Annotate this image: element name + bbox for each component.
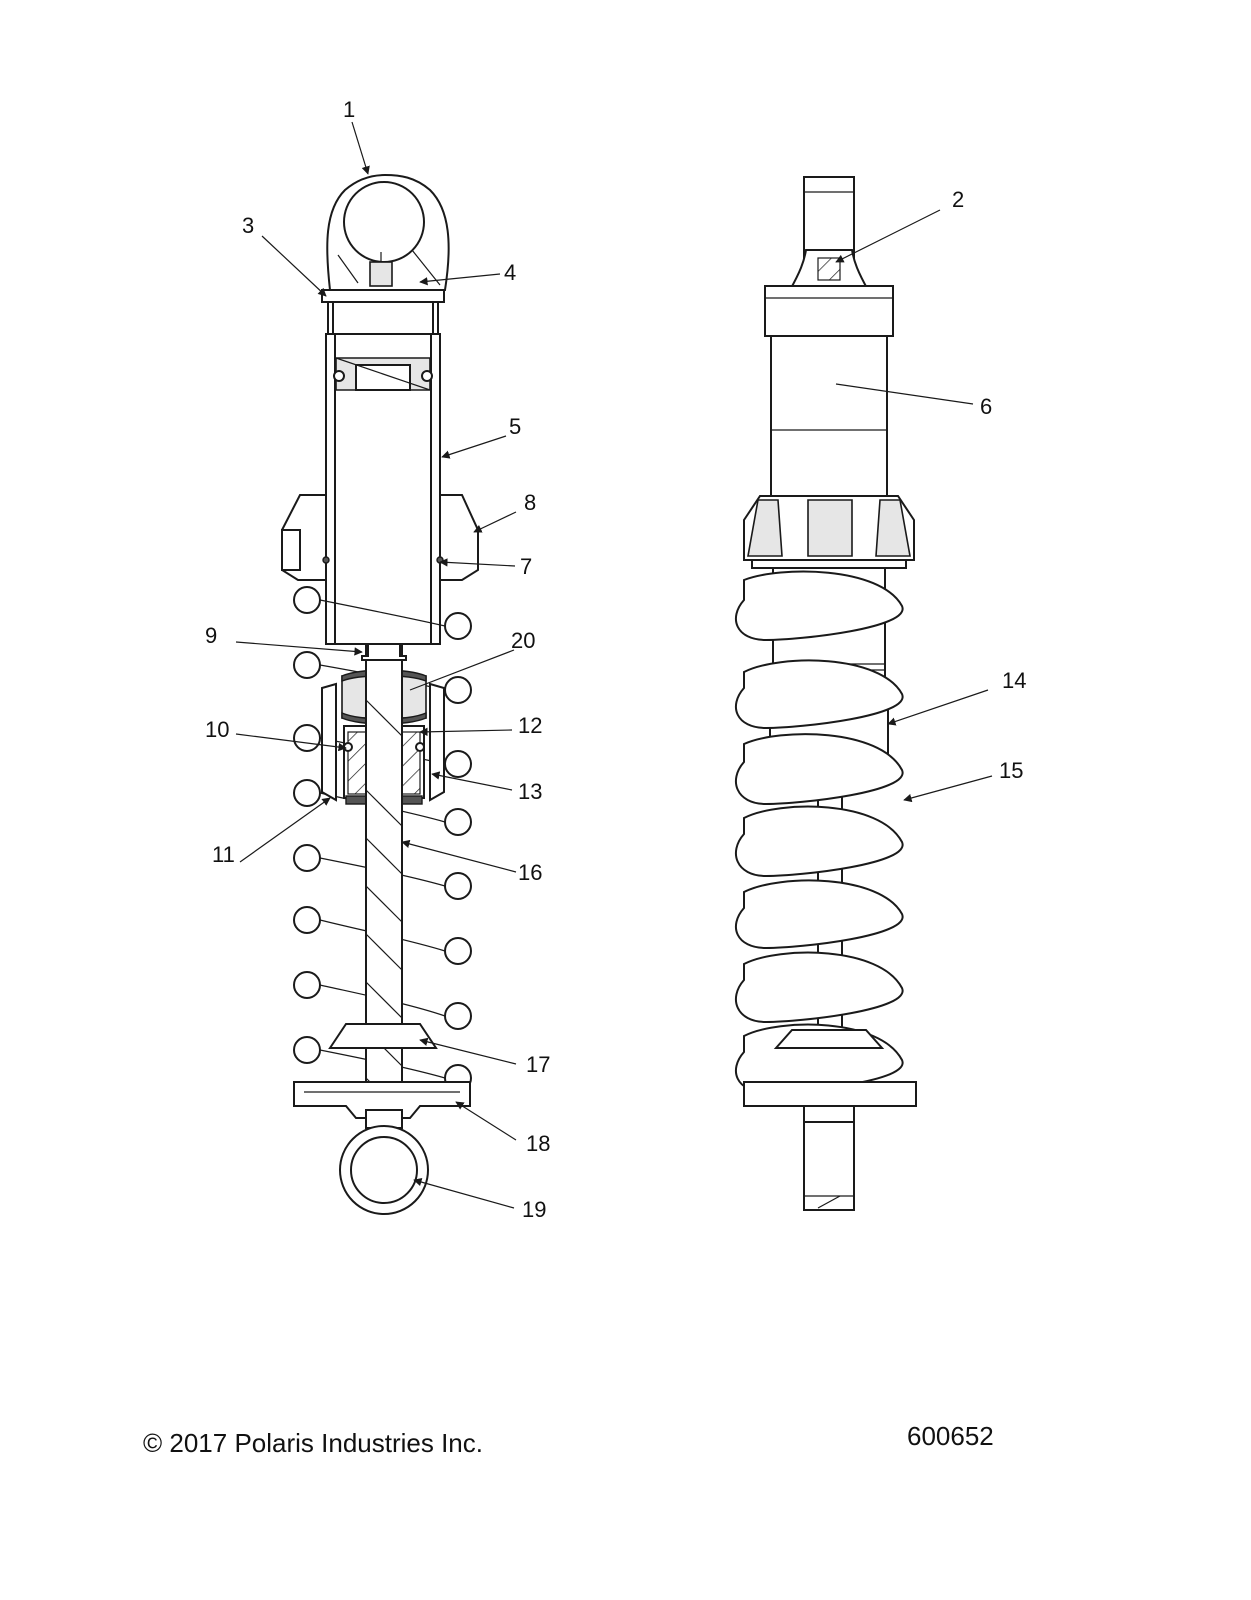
exterior-view [734, 176, 917, 1211]
valve-exterior [817, 257, 841, 281]
bottom-eyelet-bore [350, 1136, 418, 1204]
callout-2: 2 [952, 187, 964, 212]
callout-7: 7 [520, 554, 532, 579]
lower-seat-exterior [773, 1029, 885, 1049]
bottom-mount-exterior [803, 1121, 855, 1211]
spring-retainer-exterior [743, 1081, 917, 1107]
callout-6: 6 [980, 394, 992, 419]
callout-9: 9 [205, 623, 217, 648]
bottom-eyelet [339, 1125, 429, 1215]
callout-10: 10 [205, 717, 229, 742]
drawing-number: 600652 [907, 1421, 994, 1451]
leader-lines [235, 121, 993, 1209]
body-cap-exterior [764, 285, 894, 337]
shock-body-exterior [770, 335, 888, 497]
callout-16: 16 [518, 860, 542, 885]
callout-20: 20 [511, 628, 535, 653]
body-cap [321, 289, 445, 303]
callout-19: 19 [522, 1197, 546, 1222]
callout-1: 1 [343, 97, 355, 122]
upper-seal-area [327, 301, 439, 335]
preload-collar-right [439, 494, 479, 581]
callout-5: 5 [509, 414, 521, 439]
piston-rod [365, 643, 403, 1125]
callout-13: 13 [518, 779, 542, 804]
copyright-text: © 2017 Polaris Industries Inc. [143, 1428, 483, 1458]
callout-labels: 1 2 3 4 5 6 7 8 9 10 11 12 13 14 15 16 1… [205, 97, 1026, 1222]
callout-18: 18 [526, 1131, 550, 1156]
callout-12: 12 [518, 713, 542, 738]
callout-15: 15 [999, 758, 1023, 783]
sectional-view [281, 173, 479, 1215]
callout-14: 14 [1002, 668, 1026, 693]
coil-spring-exterior [734, 570, 904, 1094]
spring-retainer [293, 1081, 471, 1119]
bearing-housing [321, 682, 337, 802]
spring-coils-section [293, 586, 472, 1092]
callout-11: 11 [212, 842, 235, 867]
callout-8: 8 [524, 490, 536, 515]
callout-17: 17 [526, 1052, 550, 1077]
valve [369, 261, 393, 287]
callout-3: 3 [242, 213, 254, 238]
lower-spring-seat [328, 1023, 438, 1049]
callout-4: 4 [504, 260, 516, 285]
